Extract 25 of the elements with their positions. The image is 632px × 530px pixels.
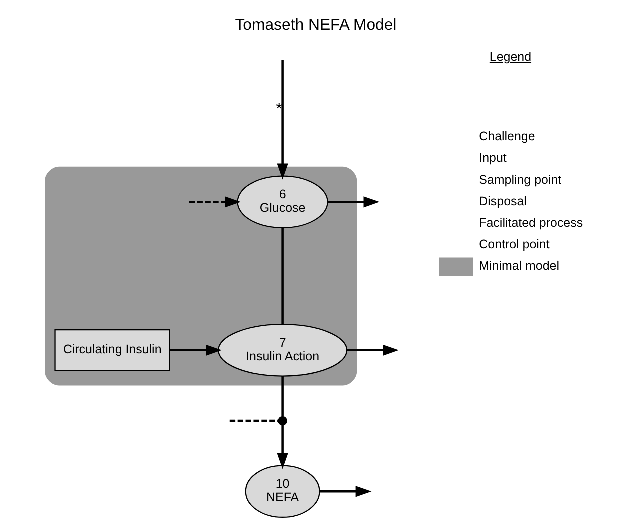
arrow — [328, 196, 380, 208]
connector — [282, 376, 284, 417]
node-ellipse: 6 Glucose — [237, 176, 328, 229]
cluster — [45, 166, 358, 386]
arrow — [320, 486, 372, 498]
legend-label: Disposal — [479, 194, 527, 208]
legend-label: Minimal model — [479, 259, 560, 274]
arrow — [189, 196, 241, 208]
node-ellipse: 10 NEFA — [245, 465, 320, 518]
connector — [230, 420, 279, 422]
node-box: Circulating Insulin — [54, 329, 170, 372]
node-ellipse: 7 Insulin Action — [218, 324, 348, 377]
legend-label: Sampling point — [479, 172, 562, 187]
legend-label: Control point — [479, 237, 550, 252]
legend-label: Challenge — [479, 130, 536, 144]
arrow — [170, 344, 222, 356]
connector — [282, 228, 284, 324]
label: Legend — [490, 50, 532, 64]
arrow — [277, 60, 288, 180]
legend-label: Input — [479, 151, 507, 166]
diagram-title: Tomaseth NEFA Model — [235, 16, 397, 34]
arrow — [347, 344, 399, 356]
node-circle — [278, 416, 288, 426]
legend-label: Facilitated process — [479, 216, 584, 230]
arrow — [277, 425, 288, 470]
